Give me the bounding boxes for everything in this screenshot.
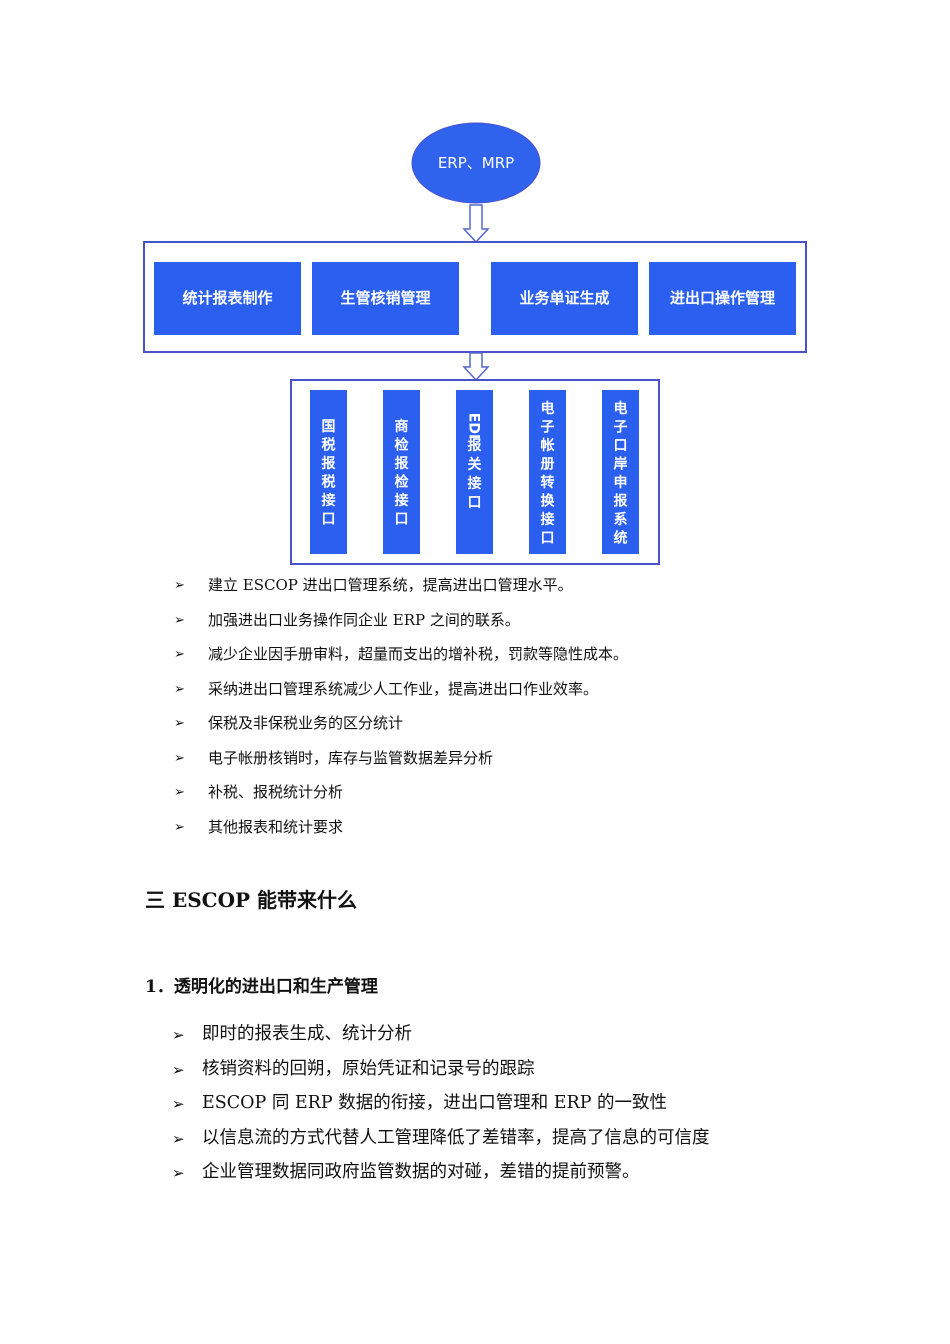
erp-mrp-label: ERP、MRP — [438, 154, 514, 172]
interface-label-char: 系 — [614, 511, 628, 528]
module-label: 统计报表制作 — [182, 289, 272, 307]
list-item: ➢ 其他报表和统计要求 — [174, 816, 628, 851]
list-item: ➢ 保税及非保税业务的区分统计 — [174, 712, 628, 747]
list-item: ➢ 电子帐册核销时，库存与监管数据差异分析 — [174, 747, 628, 782]
interface-label-char: 检 — [395, 437, 409, 454]
list-item-text: 以信息流的方式代替人工管理降低了差错率，提高了信息的可信度 — [202, 1127, 710, 1148]
arrowhead-bullet-icon: ➢ — [174, 681, 185, 697]
interface-label-char: 口 — [395, 512, 409, 528]
system-architecture-diagram: ERP、MRP 统计报表制作生管核销管理业务单证生成进出口操作管理 国税报税接口… — [143, 122, 807, 565]
interface-label-char: 子 — [541, 420, 555, 436]
interface-label-char: 接 — [395, 492, 409, 509]
interface-label-char: 口 — [468, 495, 482, 511]
list-item: ➢ 核销资料的回朔，原始凭证和记录号的跟踪 — [172, 1057, 710, 1092]
list-item-text: 采纳进出口管理系统减少人工作业，提高进出口作业效率。 — [208, 679, 599, 698]
interface-label-char: 报 — [614, 494, 628, 510]
arrowhead-bullet-icon: ➢ — [172, 1026, 185, 1044]
list-item-text: 加强进出口业务操作同企业 ERP 之间的联系。 — [208, 610, 520, 629]
interface-label-char: 接 — [322, 492, 336, 509]
interface-label-char: 帐 — [541, 437, 555, 454]
interface-label-char: 接 — [541, 511, 555, 528]
arrowhead-bullet-icon: ➢ — [174, 612, 185, 628]
list-item-text: 减少企业因手册审料，超量而支出的增补税，罚款等隐性成本。 — [208, 645, 629, 663]
interface-label-char: 税 — [322, 437, 336, 454]
arrowhead-bullet-icon: ➢ — [174, 819, 185, 835]
arrowhead-bullet-icon: ➢ — [174, 578, 185, 593]
interface-box — [602, 390, 639, 554]
interface-label-char: 电 — [541, 400, 555, 417]
module-label: 进出口操作管理 — [670, 289, 775, 307]
interface-label-char: 国 — [322, 419, 336, 435]
list-item-text: 保税及非保税业务的区分统计 — [208, 714, 404, 732]
interface-label-char: 子 — [614, 420, 628, 436]
down-arrow-icon — [462, 352, 490, 382]
interface-box — [383, 390, 420, 554]
list-item-text: 建立 ESCOP 进出口管理系统，提高进出口管理水平。 — [208, 576, 573, 594]
list-item: ➢ 减少企业因手册审料，超量而支出的增补税，罚款等隐性成本。 — [174, 643, 628, 678]
arrowhead-bullet-icon: ➢ — [172, 1060, 185, 1079]
middle-layer-modules: 统计报表制作 生管核销管理 业务单证生成 进出口操作管理 — [154, 262, 796, 335]
interface-label-char: 报 — [468, 438, 482, 454]
interface-layer-frame — [290, 379, 660, 565]
list-item-text: 补税、报税统计分析 — [208, 783, 344, 801]
list-item: ➢ 即时的报表生成、统计分析 — [172, 1022, 710, 1057]
interface-label-char: 申 — [614, 474, 628, 491]
interface-label-char: 转 — [541, 474, 555, 491]
interface-label-char: 统 — [614, 530, 628, 547]
middle-layer-frame — [143, 241, 807, 353]
list-item: ➢ 补税、报税统计分析 — [174, 781, 628, 816]
list-item-text: 企业管理数据同政府监管数据的对碰，差错的提前预警。 — [202, 1162, 640, 1182]
interface-label-char: 岸 — [614, 456, 628, 473]
sub-section-title: 1．透明化的进出口和生产管理 — [145, 977, 378, 997]
interface-label-char: 报 — [395, 456, 409, 472]
interface-box — [456, 390, 493, 554]
interface-label-char: 换 — [541, 493, 556, 510]
list-item-text: 电子帐册核销时，库存与监管数据差异分析 — [208, 748, 494, 767]
interface-label-char: 口 — [614, 438, 628, 454]
benefit-list: ➢ 建立 ESCOP 进出口管理系统，提高进出口管理水平。 ➢ 加强进出口业务操作同企… — [174, 574, 628, 850]
down-arrow-icon — [462, 204, 490, 244]
interface-box — [310, 390, 347, 554]
interface-label-char: 检 — [395, 474, 409, 491]
interface-label-char: EDI — [466, 413, 482, 439]
section-title: 三 ESCOP 能带来什么 — [145, 888, 357, 912]
interface-label-char: 接 — [468, 475, 482, 492]
list-item-text: 即时的报表生成、统计分析 — [202, 1024, 412, 1044]
arrowhead-bullet-icon: ➢ — [174, 750, 185, 766]
arrowhead-bullet-icon: ➢ — [172, 1164, 185, 1182]
module-box — [154, 262, 301, 335]
interface-label-char: 商 — [395, 418, 409, 435]
interface-label-char: 报 — [322, 456, 336, 472]
list-item: ➢ ESCOP 同 ERP 数据的衔接，进出口管理和 ERP 的一致性 — [172, 1091, 710, 1126]
list-item-text: ESCOP 同 ERP 数据的衔接，进出口管理和 ERP 的一致性 — [202, 1093, 668, 1113]
interface-box — [529, 390, 566, 554]
list-item: ➢ 企业管理数据同政府监管数据的对碰，差错的提前预警。 — [172, 1160, 710, 1195]
interface-label-char: 口 — [322, 512, 336, 528]
list-item: ➢ 加强进出口业务操作同企业 ERP 之间的联系。 — [174, 609, 628, 644]
module-box — [312, 262, 459, 335]
list-item: ➢ 建立 ESCOP 进出口管理系统，提高进出口管理水平。 — [174, 574, 628, 609]
module-box — [491, 262, 638, 335]
arrowhead-bullet-icon: ➢ — [174, 647, 185, 662]
arrowhead-bullet-icon: ➢ — [172, 1095, 185, 1113]
interface-label-char: 关 — [468, 456, 482, 473]
list-item-text: 其他报表和统计要求 — [208, 817, 344, 836]
arrowhead-bullet-icon: ➢ — [174, 785, 185, 800]
interface-label-char: 电 — [614, 400, 628, 417]
list-item-text: 核销资料的回朔，原始凭证和记录号的跟踪 — [202, 1058, 535, 1079]
arrowhead-bullet-icon: ➢ — [172, 1129, 185, 1148]
interface-label-char: 税 — [322, 474, 336, 491]
interface-label-char: 册 — [541, 457, 555, 473]
transparency-list: ➢ 即时的报表生成、统计分析 ➢ 核销资料的回朔，原始凭证和记录号的跟踪 ➢ ESCOP … — [172, 1022, 710, 1195]
interface-label-char: 口 — [541, 531, 555, 547]
module-label: 业务单证生成 — [519, 289, 609, 307]
module-box — [649, 262, 796, 335]
module-label: 生管核销管理 — [340, 289, 430, 307]
list-item: ➢ 以信息流的方式代替人工管理降低了差错率，提高了信息的可信度 — [172, 1126, 710, 1161]
list-item: ➢ 采纳进出口管理系统减少人工作业，提高进出口作业效率。 — [174, 678, 628, 713]
arrowhead-bullet-icon: ➢ — [174, 716, 185, 731]
erp-mrp-node — [411, 122, 541, 204]
